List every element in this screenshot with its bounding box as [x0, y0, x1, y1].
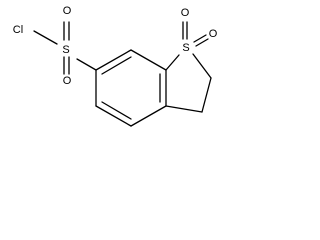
bond-c7-c7a — [130, 49, 167, 71]
benzene-ring — [95, 49, 167, 127]
bond-c3a-c4 — [130, 105, 167, 127]
double-bond-c4-c5 — [101, 101, 132, 120]
ring-sulfone — [182, 21, 209, 47]
bond-c2-c3 — [201, 77, 212, 113]
bond-c7a-s — [165, 54, 180, 71]
bond-c6-s — [76, 58, 97, 71]
chlorine-atom-label: Cl — [13, 24, 23, 36]
ring-sulfur-atom-label: S — [182, 42, 189, 54]
bond-s-cl — [33, 30, 58, 45]
bond-s-o-right-b — [195, 38, 209, 47]
sulfonyl-chloride-group — [33, 21, 97, 75]
bond-c3-c3a — [165, 105, 203, 113]
bond-c6-c7 — [95, 49, 132, 71]
ring-oxygen-right-label: O — [209, 28, 218, 40]
thiophene-ring — [165, 53, 212, 113]
bond-s-o-right-a — [193, 34, 207, 43]
bond-c4-c5 — [95, 105, 132, 127]
sulfonyl-oxygen-bottom-label: O — [63, 75, 72, 87]
bond-s-c2 — [192, 53, 212, 79]
double-bond-c6-c7 — [101, 56, 132, 75]
sulfonyl-oxygen-top-label: O — [63, 5, 72, 17]
ring-oxygen-left-label: O — [181, 7, 190, 19]
chemical-structure: Cl S O O S O O — [13, 5, 218, 127]
sulfonyl-sulfur-atom-label: S — [62, 44, 69, 56]
